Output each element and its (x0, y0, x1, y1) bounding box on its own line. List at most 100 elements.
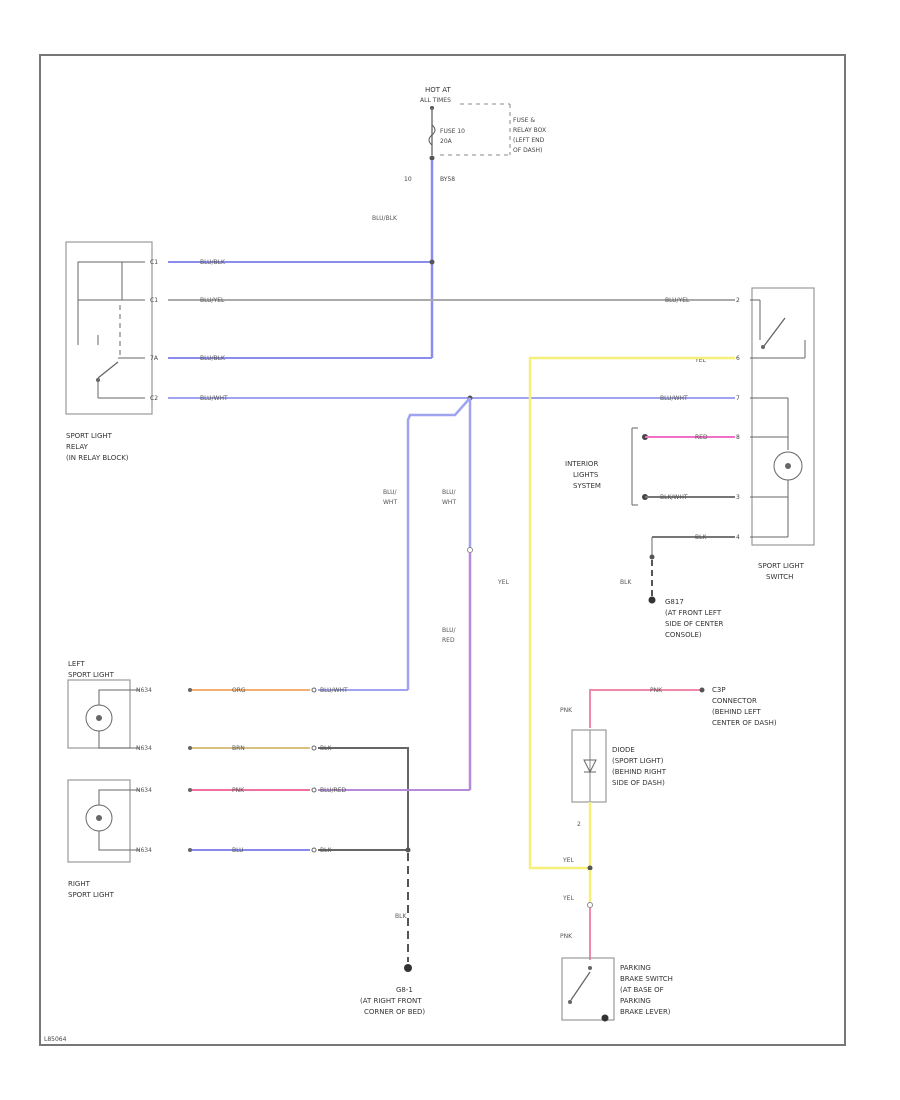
interior-label-3: SYSTEM (573, 482, 601, 490)
left-light-conn-1: N634 (136, 687, 152, 694)
terminal-connector: BY58 (440, 176, 455, 183)
ground-g8-1: BLK G8-1 (AT RIGHT FRONT CORNER OF BED) (360, 853, 425, 1016)
switch-wire-yel: YEL (694, 357, 706, 364)
diode-wire-mid-label: PNK (560, 707, 573, 714)
diode-label-1: DIODE (612, 746, 635, 754)
relay-label-3: (IN RELAY BLOCK) (66, 454, 129, 462)
relay-wire-label-2: BLU/YEL (200, 297, 225, 304)
right-light-wire-blu-label: BLU (232, 847, 244, 854)
fuse-label: FUSE 10 (440, 128, 465, 135)
diagram-code: L85064 (44, 1036, 67, 1043)
ground-g817-label-2: (AT FRONT LEFT (665, 609, 722, 617)
brake-switch-label-5: BRAKE LEVER) (620, 1008, 671, 1016)
left-light-wire-brn-label: BRN (232, 745, 245, 752)
relay-wire-label-1: BLU/BLK (200, 259, 226, 266)
mid-wire-lower-2: RED (442, 637, 455, 644)
diagram-frame (39, 54, 846, 1046)
brake-switch-label-1: PARKING (620, 964, 651, 972)
diode-yel-out: YEL (562, 895, 574, 902)
ground-g817: BLK BLK G817 (AT FRONT LEFT SIDE OF CENT… (620, 534, 735, 639)
switch-pin-3: 7 (736, 395, 740, 402)
feed-wire-label: BLU/BLK (372, 215, 398, 222)
left-light-conn-2: N634 (136, 745, 152, 752)
mid-wire-lower-1: BLU/ (442, 627, 457, 634)
diode-label-3: (BEHIND RIGHT (612, 768, 667, 776)
blu-wht-wire-left (406, 397, 471, 690)
diode-label-2: (SPORT LIGHT) (612, 757, 664, 765)
right-light-out-2: BLK (320, 847, 332, 854)
relay-label-2: RELAY (66, 443, 89, 451)
right-light-out-1: BLU/RED (320, 787, 347, 794)
mid-wire-left-1: BLU/ (383, 489, 398, 496)
brake-switch-label-4: PARKING (620, 997, 651, 1005)
relay-pin-2: C1 (150, 297, 158, 304)
right-light-wire-pnk-label: PNK (232, 787, 245, 794)
diode-yel-in: YEL (562, 857, 574, 864)
diode-sport-light: PNK PNK C3P CONNECTOR (BEHIND LEFT CENTE… (560, 686, 777, 960)
switch-pin-5: 3 (736, 494, 740, 501)
switch-label-2: SWITCH (766, 573, 793, 581)
fuse-box-line-3: (LEFT END (513, 137, 545, 144)
relay-label-1: SPORT LIGHT (66, 432, 113, 440)
relay-pin-1: C1 (150, 259, 158, 266)
ground-g8-1-label-2: (AT RIGHT FRONT (360, 997, 422, 1005)
ground-g8-1-wire: BLK (395, 913, 407, 920)
yel-wire-label: YEL (497, 579, 509, 586)
ground-g8-1-label-3: CORNER OF BED) (364, 1008, 425, 1016)
yel-wire (528, 356, 735, 870)
brake-switch-label-2: BRAKE SWITCH (620, 975, 673, 983)
left-light-wire-org-label: ORG (232, 687, 246, 694)
right-light-conn-2: N634 (136, 847, 152, 854)
diode-pnk-bottom: PNK (560, 933, 573, 940)
ground-g817-wire: BLK (620, 579, 632, 586)
switch-pin-6: 4 (736, 534, 740, 541)
brake-switch-label-3: (AT BASE OF (620, 986, 664, 994)
left-light-label-2: SPORT LIGHT (68, 671, 115, 679)
ground-g8-1-label-1: G8-1 (396, 986, 413, 994)
switch-wire-blu-yel: BLU/YEL (665, 297, 690, 304)
parking-brake-switch: PARKING BRAKE SWITCH (AT BASE OF PARKING… (561, 957, 673, 1022)
relay-wire-label-4: BLU/WHT (200, 395, 228, 402)
relay-pin-4: C2 (150, 395, 158, 402)
right-light-conn-1: N634 (136, 787, 152, 794)
left-sport-light: LEFT SPORT LIGHT N634 N634 (67, 660, 152, 752)
c3p-label-1: C3P (712, 686, 726, 694)
mid-wire-left-2: WHT (383, 499, 397, 506)
left-light-out-2: BLK (320, 745, 332, 752)
hot-at-sub-label: ALL TIMES (420, 97, 451, 104)
sport-light-relay: C1 C1 7A C2 SPORT LIGHT RELAY (IN RELAY … (65, 241, 159, 462)
fuse-box-line-2: RELAY BOX (513, 127, 546, 134)
mid-wire-right-2: WHT (442, 499, 456, 506)
ground-g817-label-1: G817 (665, 598, 684, 606)
c3p-label-3: (BEHIND LEFT (712, 708, 761, 716)
diode-pin: 2 (577, 821, 581, 828)
relay-pin-3: 7A (150, 355, 159, 362)
relay-wire-label-3: BLU/BLK (200, 355, 226, 362)
fuse-amp: 20A (440, 138, 453, 145)
c3p-label-4: CENTER OF DASH) (712, 719, 777, 727)
right-sport-light: N634 N634 RIGHT SPORT LIGHT (67, 779, 152, 899)
interior-lights-system: RED BLK/WHT INTERIOR LIGHTS SYSTEM (565, 427, 735, 506)
diode-pnk-wire (589, 689, 700, 728)
power-feed: HOT AT ALL TIMES FUSE 10 20A FUSE & RELA… (372, 86, 546, 358)
sport-light-switch: 2 6 7 8 3 4 SPORT LIGHT SWITCH (736, 287, 815, 581)
switch-wire-blk: BLK (695, 534, 707, 541)
fuse-box-line-1: FUSE & (513, 117, 535, 124)
left-light-label-1: LEFT (68, 660, 85, 668)
switch-label-1: SPORT LIGHT (758, 562, 805, 570)
interior-label-2: LIGHTS (573, 471, 599, 479)
switch-pin-4: 8 (736, 434, 740, 441)
switch-pin-1: 2 (736, 297, 740, 304)
interior-wire-blk-wht: BLK/WHT (660, 494, 688, 501)
c3p-label-2: CONNECTOR (712, 697, 757, 705)
diode-wire-top-label: PNK (650, 687, 663, 694)
interior-wire-red: RED (695, 434, 708, 441)
interior-label-1: INTERIOR (565, 460, 598, 468)
terminal-number: 10 (404, 176, 412, 183)
mid-wire-right-1: BLU/ (442, 489, 457, 496)
ground-g817-label-3: SIDE OF CENTER (665, 620, 724, 628)
switch-wire-blu-wht: BLU/WHT (660, 395, 688, 402)
left-light-out-1: BLU/WHT (320, 687, 348, 694)
diode-label-4: SIDE OF DASH) (612, 779, 665, 787)
